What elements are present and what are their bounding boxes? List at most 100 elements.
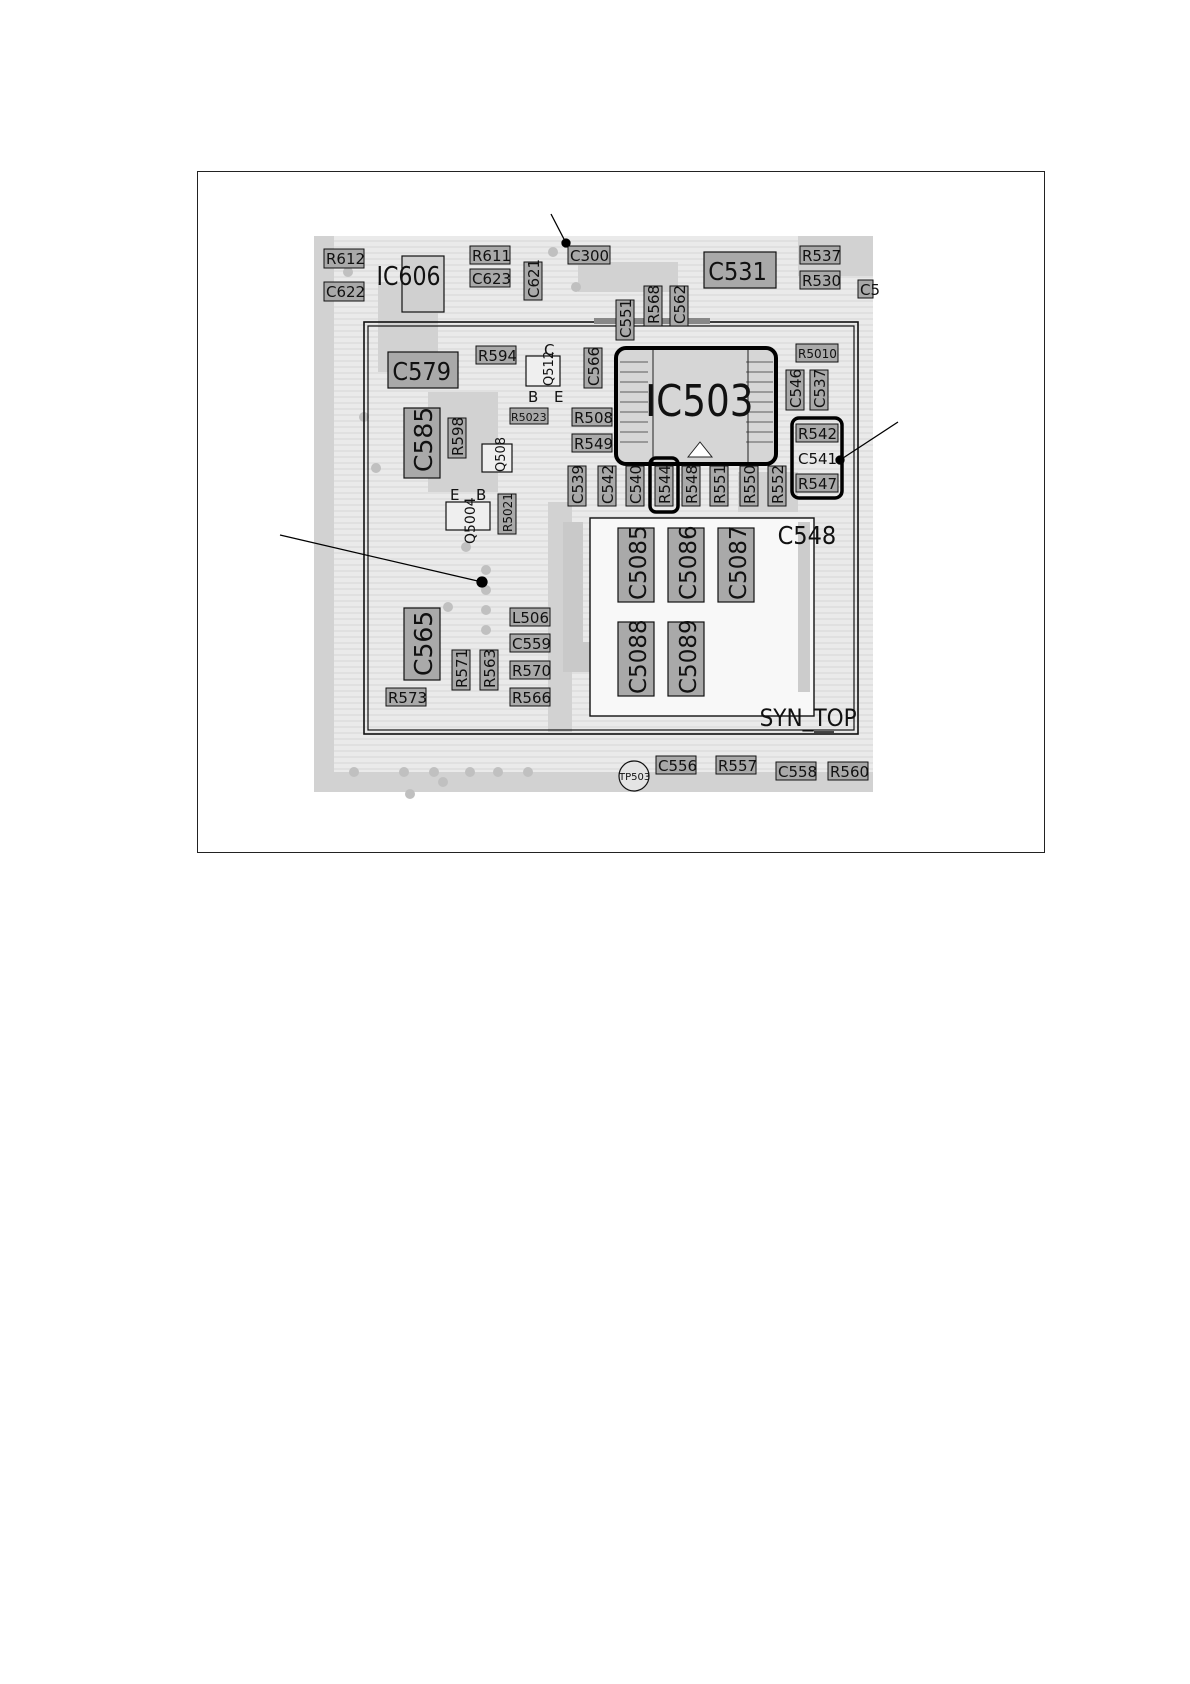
annotation-leaders bbox=[279, 213, 899, 588]
svg-text:C559: C559 bbox=[512, 635, 551, 653]
svg-text:C300: C300 bbox=[570, 247, 609, 265]
R547-label: R547 bbox=[798, 475, 837, 493]
C566: C566 bbox=[583, 347, 603, 389]
svg-text:R594: R594 bbox=[478, 347, 517, 365]
svg-text:R5023: R5023 bbox=[511, 411, 547, 424]
leader-line-right bbox=[839, 421, 899, 461]
R549: R549 bbox=[571, 433, 613, 453]
svg-text:C540: C540 bbox=[627, 465, 645, 504]
IC606: IC606 bbox=[377, 255, 445, 313]
small-parts-vertical: C621 C551 R568 C562 C566 C546 C537 R598 … bbox=[447, 259, 829, 691]
svg-text:R560: R560 bbox=[830, 763, 869, 781]
svg-text:C566: C566 bbox=[585, 347, 603, 386]
C5087: C5087 bbox=[717, 525, 755, 603]
svg-text:R508: R508 bbox=[574, 409, 613, 427]
R612: R612 bbox=[323, 248, 365, 269]
C5088-label: C5088 bbox=[626, 619, 652, 694]
shield-inner-outline bbox=[367, 325, 855, 731]
svg-text:L506: L506 bbox=[512, 609, 549, 627]
R5023: R5023 bbox=[509, 407, 549, 425]
C565-label: C565 bbox=[409, 611, 438, 676]
svg-text:R537: R537 bbox=[802, 247, 841, 265]
svg-text:TP503: TP503 bbox=[618, 772, 650, 783]
svg-text:C539: C539 bbox=[569, 465, 587, 504]
R551: R551 bbox=[709, 465, 729, 507]
svg-text:R5021: R5021 bbox=[501, 493, 515, 532]
R5010: R5010 bbox=[795, 343, 839, 363]
R571: R571 bbox=[451, 649, 471, 691]
R544: R544 bbox=[648, 456, 680, 514]
R573: R573 bbox=[385, 687, 427, 707]
Q508: Q508 bbox=[481, 437, 513, 473]
svg-text:Q512: Q512 bbox=[542, 351, 557, 386]
R5021: R5021 bbox=[497, 493, 517, 535]
svg-text:R563: R563 bbox=[481, 649, 499, 688]
R594: R594 bbox=[475, 345, 517, 365]
C579: C579 bbox=[387, 351, 459, 389]
svg-text:C622: C622 bbox=[326, 283, 365, 301]
C551: C551 bbox=[615, 299, 635, 341]
svg-text:R566: R566 bbox=[512, 689, 551, 707]
C5085-label: C5085 bbox=[626, 525, 652, 600]
svg-text:R5010: R5010 bbox=[798, 347, 837, 361]
R537: R537 bbox=[799, 245, 841, 265]
svg-text:R570: R570 bbox=[512, 662, 551, 680]
C541-label: C541 bbox=[798, 450, 837, 468]
C531: C531 bbox=[703, 251, 777, 289]
R548: R548 bbox=[681, 465, 701, 507]
C579-label: C579 bbox=[392, 357, 451, 386]
C5085: C5085 bbox=[617, 525, 655, 603]
R550: R550 bbox=[739, 465, 759, 507]
svg-text:R568: R568 bbox=[645, 285, 663, 324]
svg-text:C542: C542 bbox=[599, 465, 617, 504]
C556: C556 bbox=[655, 755, 697, 775]
svg-text:R612: R612 bbox=[326, 250, 365, 268]
R530: R530 bbox=[799, 270, 841, 290]
svg-text:R552: R552 bbox=[769, 465, 787, 504]
R563: R563 bbox=[479, 649, 499, 691]
svg-text:E: E bbox=[554, 388, 563, 406]
svg-text:C537: C537 bbox=[811, 369, 829, 408]
C5087-label: C5087 bbox=[726, 525, 752, 600]
leader-line-left bbox=[279, 534, 483, 583]
R542-label: R542 bbox=[798, 425, 837, 443]
svg-text:R530: R530 bbox=[802, 272, 841, 290]
C623: C623 bbox=[469, 268, 511, 288]
C542: C542 bbox=[597, 465, 617, 507]
C5086: C5086 bbox=[667, 525, 705, 603]
C300: C300 bbox=[567, 245, 611, 265]
C546: C546 bbox=[785, 369, 805, 411]
C5089: C5089 bbox=[667, 619, 705, 697]
svg-text:C556: C556 bbox=[658, 757, 697, 775]
svg-text:R557: R557 bbox=[718, 757, 757, 775]
C562: C562 bbox=[669, 285, 689, 327]
svg-text:R544: R544 bbox=[656, 465, 674, 504]
R508: R508 bbox=[571, 407, 613, 427]
Q5004: Q5004 E B bbox=[445, 486, 491, 544]
svg-text:R550: R550 bbox=[741, 465, 759, 504]
C621: C621 bbox=[523, 259, 543, 301]
C548-label: C548 bbox=[778, 521, 837, 550]
C531-label: C531 bbox=[708, 257, 767, 286]
C585: C585 bbox=[403, 407, 441, 479]
C5x: C5 bbox=[857, 279, 880, 299]
test-point-TP503: TP503 bbox=[618, 760, 650, 792]
C585-label: C585 bbox=[409, 407, 438, 472]
svg-text:C558: C558 bbox=[778, 763, 817, 781]
svg-text:C621: C621 bbox=[525, 259, 543, 298]
L506: L506 bbox=[509, 607, 551, 627]
C559: C559 bbox=[509, 633, 551, 653]
C565: C565 bbox=[403, 607, 441, 681]
pcb-layout-diagram: IC606 IC503 C579 C531 C585 C565 bbox=[279, 213, 899, 799]
svg-text:Q508: Q508 bbox=[494, 437, 509, 472]
svg-text:R598: R598 bbox=[449, 417, 467, 456]
R542-C541-R547-group: R542 C541 R547 bbox=[790, 416, 844, 500]
svg-text:Q5004: Q5004 bbox=[463, 497, 479, 544]
IC503: IC503 bbox=[614, 346, 778, 466]
leader-line-top bbox=[550, 213, 567, 244]
R560: R560 bbox=[827, 761, 869, 781]
IC503-label: IC503 bbox=[645, 375, 754, 427]
svg-text:C551: C551 bbox=[617, 299, 635, 338]
svg-text:C5: C5 bbox=[860, 281, 880, 299]
small-parts-horizontal: R612 C622 R611 C623 C300 R537 R530 C5 R5… bbox=[323, 245, 880, 781]
